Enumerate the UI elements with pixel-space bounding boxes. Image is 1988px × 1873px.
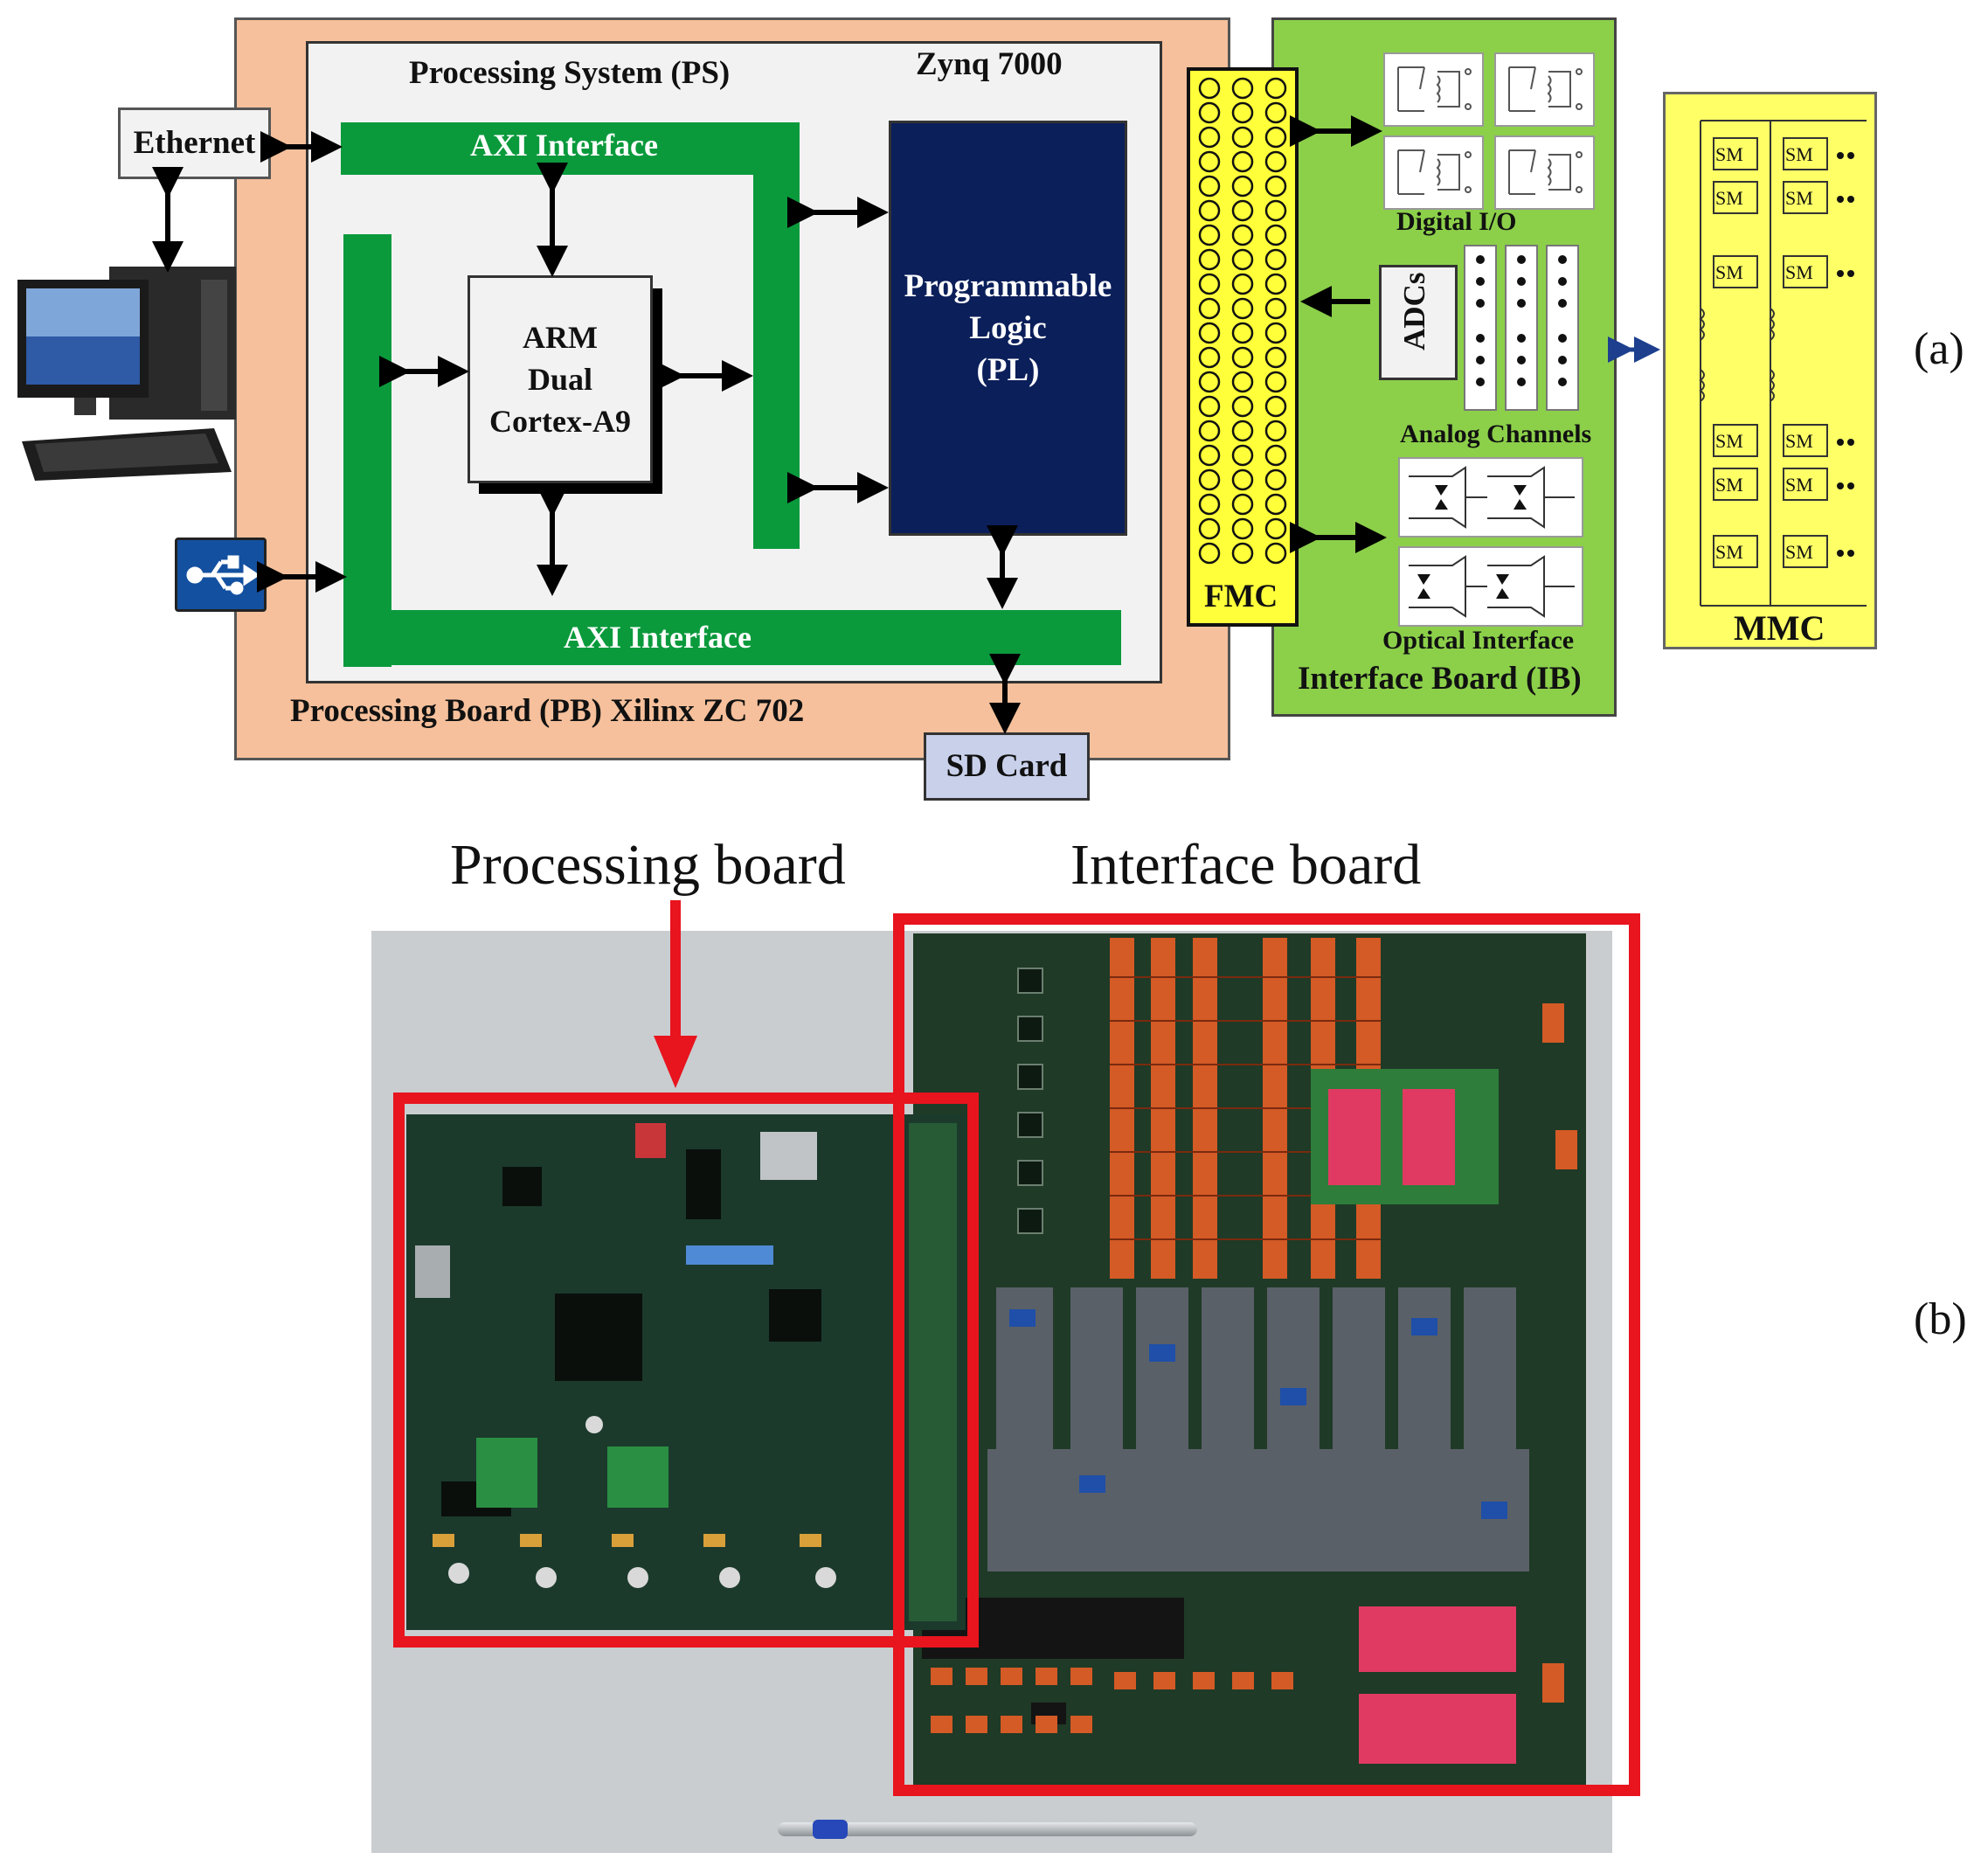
interface-board-caption: Interface board xyxy=(1070,833,1422,897)
digital-io-relay-3 xyxy=(1383,135,1484,210)
sm-label-8: SM xyxy=(1785,430,1813,452)
analog-channel-2 xyxy=(1505,245,1538,411)
panel-a-arrows xyxy=(152,115,1660,734)
mmc-circuit xyxy=(1699,120,1867,607)
computer-icon xyxy=(13,262,236,485)
sm-label-3: SM xyxy=(1715,187,1743,209)
pb-title: Processing Board (PB) Xilinx ZC 702 xyxy=(290,693,805,729)
arm-line-3: Cortex-A9 xyxy=(489,404,631,439)
sm-label-1: SM xyxy=(1715,143,1743,165)
adcs-box: ADCs xyxy=(1379,265,1458,380)
pl-line-2: Logic xyxy=(969,309,1047,346)
optical-interface-bottom xyxy=(1398,546,1583,627)
ethernet-label: Ethernet xyxy=(133,125,256,161)
ps-title: Processing System (PS) xyxy=(409,55,731,91)
analog-channel-3 xyxy=(1546,245,1579,411)
sm-label-6: SM xyxy=(1785,261,1813,283)
analog-channels-label: Analog Channels xyxy=(1400,420,1592,448)
pl-line-3: (PL) xyxy=(976,351,1040,388)
digital-io-relay-2 xyxy=(1494,52,1595,127)
axi-bottom-label: AXI Interface xyxy=(564,620,752,655)
processing-board-pcb xyxy=(406,1114,966,1630)
fmc-label: FMC xyxy=(1204,579,1278,614)
processing-board-caption: Processing board xyxy=(450,833,846,897)
panel-a-label: (a) xyxy=(1914,324,1964,374)
pen-grip xyxy=(813,1820,848,1839)
mmc-label: MMC xyxy=(1734,608,1825,648)
digital-io-label: Digital I/O xyxy=(1396,207,1517,236)
fmc-pins xyxy=(1198,77,1287,565)
pl-line-1: Programmable xyxy=(904,267,1112,304)
programmable-logic-block: Programmable Logic (PL) xyxy=(889,121,1127,536)
sm-label-7: SM xyxy=(1715,430,1743,452)
sm-label-11: SM xyxy=(1715,541,1743,563)
optical-interface-top xyxy=(1398,457,1583,538)
processing-board-highlight xyxy=(393,1093,979,1648)
axi-top-label: AXI Interface xyxy=(470,128,658,163)
interface-board-pcb xyxy=(913,933,1586,1794)
arm-line-2: Dual xyxy=(527,362,593,397)
zynq-title: Zynq 7000 xyxy=(916,46,1063,82)
optical-interface-label: Optical Interface xyxy=(1382,626,1575,655)
analog-channel-1 xyxy=(1464,245,1497,411)
sd-card-label: SD Card xyxy=(946,748,1068,784)
sm-label-9: SM xyxy=(1715,474,1743,496)
ethernet-box: Ethernet xyxy=(118,108,271,179)
interface-board-highlight xyxy=(893,913,1640,1796)
axi-top-bar xyxy=(341,122,800,175)
sm-label-2: SM xyxy=(1785,143,1813,165)
sm-label-5: SM xyxy=(1715,261,1743,283)
usb-symbol xyxy=(186,555,260,595)
sm-label-4: SM xyxy=(1785,187,1813,209)
sd-card-box: SD Card xyxy=(924,732,1090,801)
axi-bottom-leg xyxy=(343,234,391,667)
digital-io-relay-1 xyxy=(1383,52,1484,127)
panel-b-label: (b) xyxy=(1914,1294,1967,1344)
usb-icon xyxy=(175,538,267,612)
sm-label-12: SM xyxy=(1785,541,1813,563)
digital-io-relay-4 xyxy=(1494,135,1595,210)
pen xyxy=(778,1822,1197,1836)
mmc-block: SM SM SM SM SM SM SM SM SM SM SM SM MMC xyxy=(1663,92,1877,649)
ib-title: Interface Board (IB) xyxy=(1298,661,1582,697)
sm-label-10: SM xyxy=(1785,474,1813,496)
arm-line-1: ARM xyxy=(523,320,598,355)
fmc-connector: FMC xyxy=(1187,67,1299,627)
